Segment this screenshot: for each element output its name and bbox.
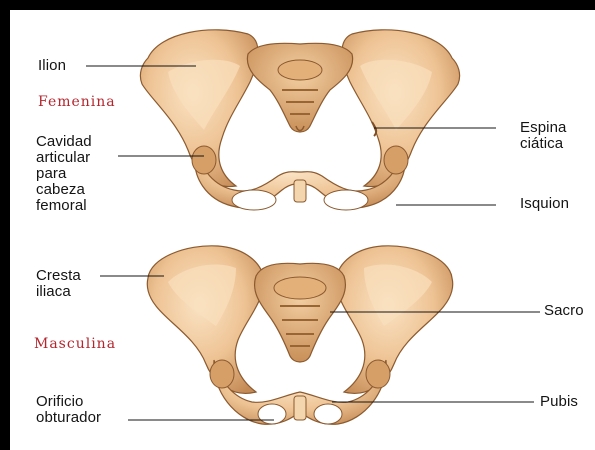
label-isquion: Isquion	[520, 196, 569, 212]
male-pelvis	[147, 246, 452, 425]
section-label-female: Femenina	[38, 94, 116, 110]
label-cavidad-articular: Cavidad articular para cabeza femoral	[36, 134, 92, 214]
label-sacro: Sacro	[544, 303, 584, 319]
label-cresta-iliaca: Cresta iliaca	[36, 268, 81, 300]
female-pelvis	[140, 30, 459, 210]
section-label-male: Masculina	[34, 336, 116, 352]
label-orificio-obturador: Orificio obturador	[36, 394, 101, 426]
label-espina-ciatica: Espina ciática	[520, 120, 566, 152]
label-pubis: Pubis	[540, 394, 578, 410]
label-ilion: Ilion	[38, 58, 66, 74]
